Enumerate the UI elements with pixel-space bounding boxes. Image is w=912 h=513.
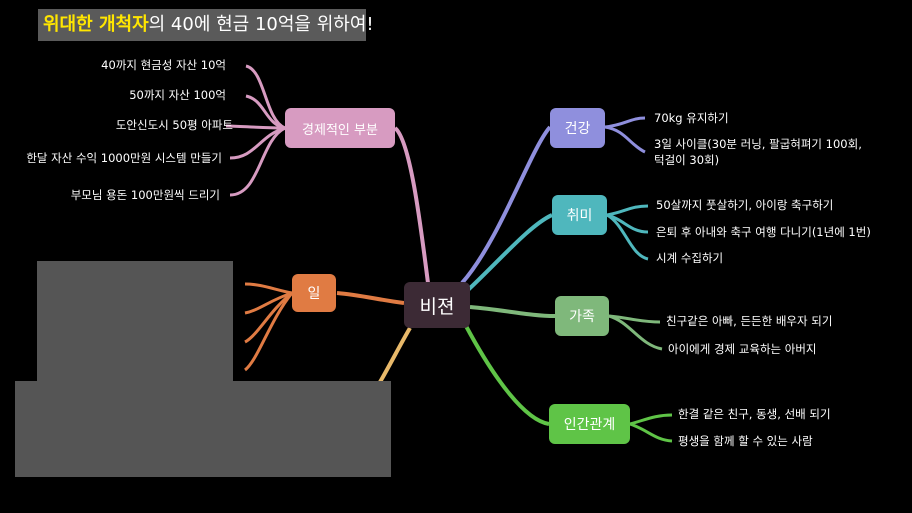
center-node[interactable]: 비젼 [404,282,470,328]
branch-hobby-label: 취미 [566,208,593,224]
redaction-block-top [37,261,233,383]
link-family [469,305,556,318]
economic-item-5: 부모님 용돈 100만원씩 드리기 [70,188,220,202]
branch-health[interactable]: 건강 [550,108,605,148]
health-item-1: 70kg 유지하기 [654,111,729,125]
branch-family[interactable]: 가족 [555,296,609,336]
title-rest: 의 40에 현금 10억을 위하여! [148,14,374,35]
branch-work-label: 일 [307,286,321,302]
branch-work[interactable]: 일 [292,274,336,312]
link-economic [393,126,430,284]
title-highlight: 위대한 개척자 [43,14,149,35]
branch-family-label: 가족 [569,309,595,325]
branch-health-label: 건강 [564,121,591,137]
economic-item-4: 한달 자산 수익 1000만원 시스템 만들기 [26,151,222,165]
relations-item-1: 한결 같은 친구, 동생, 선배 되기 [678,407,831,421]
link-work [336,291,405,305]
link-hidden [378,326,412,384]
branch-hobby[interactable]: 취미 [552,195,607,235]
link-relations [464,325,550,426]
redaction-block-bottom [15,381,391,477]
page-title: 위대한 개척자의 40에 현금 10억을 위하여! [38,9,374,41]
health-item-3: 턱걸이 30회) [654,153,720,167]
link-hobby [466,213,553,292]
economic-item-3: 도안신도시 50평 아파트 [115,118,233,132]
branch-economic-label: 경제적인 부분 [302,122,378,138]
link-health [460,125,552,285]
branch-economic[interactable]: 경제적인 부분 [285,108,395,148]
family-item-1: 친구같은 아빠, 든든한 배우자 되기 [666,314,833,328]
economic-item-2: 50까지 자산 100억 [129,88,226,102]
health-item-2: 3일 사이클(30분 러닝, 팔굽혀펴기 100회, [654,137,862,151]
hobby-item-1: 50살까지 풋살하기, 아이랑 축구하기 [656,198,834,212]
branch-relations[interactable]: 인간관계 [549,404,630,444]
hobby-item-3: 시계 수집하기 [656,251,724,265]
branch-relations-label: 인간관계 [563,417,616,433]
center-label: 비젼 [419,295,455,318]
economic-item-1: 40까지 현금성 자산 10억 [101,58,226,72]
family-item-2: 아이에게 경제 교육하는 아버지 [668,342,817,356]
relations-item-2: 평생을 함께 할 수 있는 사람 [678,434,813,448]
hobby-item-2: 은퇴 후 아내와 축구 여행 다니기(1년에 1번) [656,225,871,239]
